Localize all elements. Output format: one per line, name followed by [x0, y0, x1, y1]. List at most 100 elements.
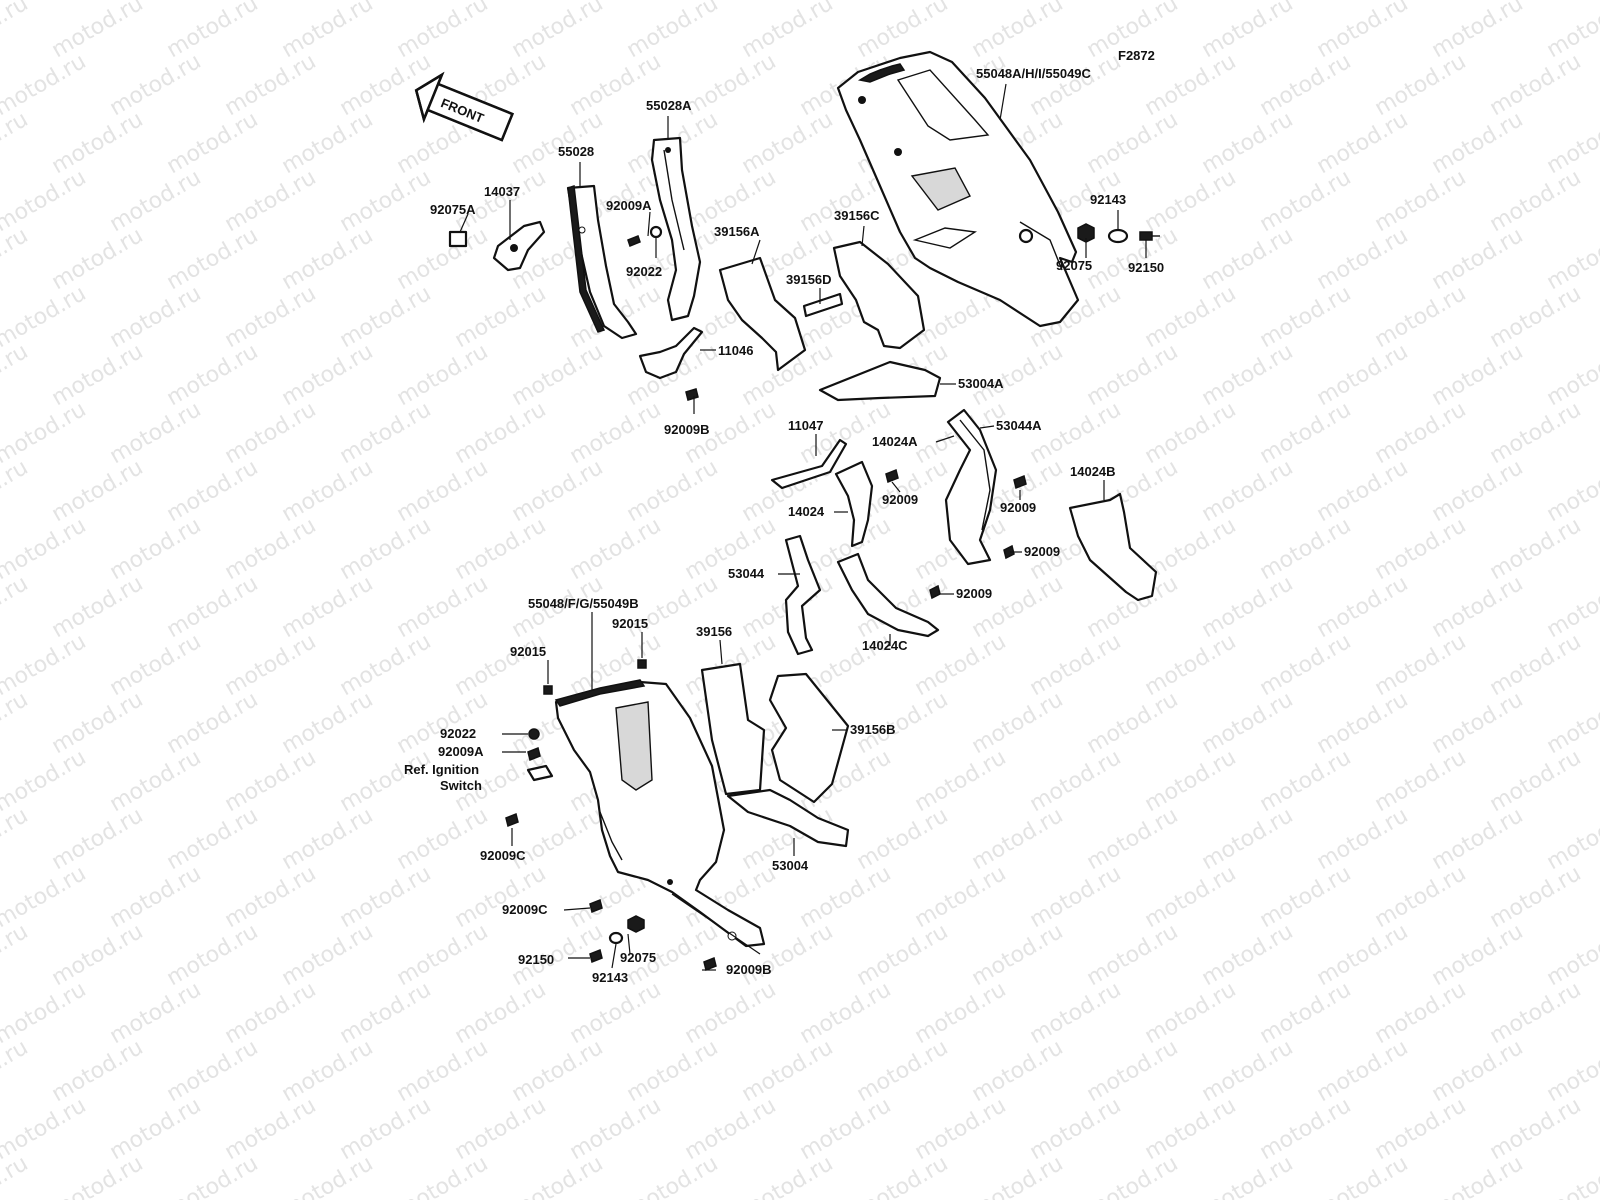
watermark-text: motod.ru: [393, 455, 493, 527]
label-ref-switch: Switch: [440, 778, 482, 793]
watermark-text: motod.ru: [796, 1093, 896, 1165]
watermark-text: motod.ru: [911, 1093, 1011, 1165]
label-11046: 11046: [718, 343, 753, 358]
watermark-text: motod.ru: [968, 919, 1068, 991]
watermark-text: motod.ru: [1486, 745, 1586, 817]
watermark-text: motod.ru: [278, 1035, 378, 1107]
label-53004: 53004: [772, 858, 809, 873]
watermark-text: motod.ru: [623, 1035, 723, 1107]
screw-92009-b: [1013, 474, 1027, 490]
watermark-text: motod.ru: [0, 223, 32, 295]
label-92150-bot: 92150: [518, 952, 554, 967]
label-39156: 39156: [696, 624, 732, 639]
label-55028: 55028: [558, 144, 594, 159]
watermark-text: motod.ru: [1141, 977, 1241, 1049]
watermark-text: motod.ru: [968, 1035, 1068, 1107]
watermark-text: motod.ru: [106, 861, 206, 933]
watermark-text: motod.ru: [508, 455, 608, 527]
watermark-text: motod.ru: [1371, 977, 1471, 1049]
screw-92009-a: [885, 468, 899, 484]
watermark-text: motod.ru: [48, 803, 148, 875]
watermark-text: motod.ru: [566, 397, 666, 469]
watermark-text: motod.ru: [1141, 745, 1241, 817]
watermark-text: motod.ru: [48, 0, 148, 63]
watermark-text: motod.ru: [1198, 571, 1298, 643]
watermark-text: motod.ru: [163, 107, 263, 179]
label-39156D: 39156D: [786, 272, 832, 287]
watermark-text: motod.ru: [566, 1093, 666, 1165]
watermark-text: motod.ru: [1428, 1151, 1528, 1200]
watermark-text: motod.ru: [48, 107, 148, 179]
watermark-text: motod.ru: [106, 281, 206, 353]
watermark-text: motod.ru: [106, 49, 206, 121]
watermark-text: motod.ru: [106, 165, 206, 237]
watermark-text: motod.ru: [1313, 339, 1413, 411]
watermark-text: motod.ru: [221, 397, 321, 469]
label-55048A: 55048A/H/I/55049C: [976, 66, 1092, 81]
watermark-text: motod.ru: [163, 919, 263, 991]
bracket-11046: [638, 326, 716, 380]
watermark-text: motod.ru: [566, 977, 666, 1049]
watermark-text: motod.ru: [221, 513, 321, 585]
watermark-text: motod.ru: [1371, 861, 1471, 933]
watermark-text: motod.ru: [48, 919, 148, 991]
watermark-text: motod.ru: [853, 1151, 953, 1200]
figure-code: F2872: [1118, 48, 1155, 63]
lower-fairing-panel: [554, 679, 766, 948]
watermark-text: motod.ru: [1026, 745, 1126, 817]
watermark-text: motod.ru: [508, 0, 608, 63]
watermark-text: motod.ru: [1198, 919, 1298, 991]
label-92075A: 92075A: [430, 202, 476, 217]
watermark-text: motod.ru: [1198, 107, 1298, 179]
watermark-text: motod.ru: [1083, 919, 1183, 991]
watermark-text: motod.ru: [738, 1151, 838, 1200]
watermark-text: motod.ru: [1371, 513, 1471, 585]
label-92009C-a: 92009C: [480, 848, 526, 863]
watermark-text: motod.ru: [336, 745, 436, 817]
watermark-text: motod.ru: [336, 513, 436, 585]
watermark-text: motod.ru: [106, 745, 206, 817]
label-39156C: 39156C: [834, 208, 880, 223]
watermark-text: motod.ru: [393, 339, 493, 411]
label-92015-b: 92015: [612, 616, 648, 631]
bracket-14024: [834, 460, 874, 548]
watermark-text: motod.ru: [1198, 455, 1298, 527]
watermark-text: motod.ru: [1371, 397, 1471, 469]
watermark-text: motod.ru: [1083, 107, 1183, 179]
watermark-text: motod.ru: [336, 861, 436, 933]
watermark-text: motod.ru: [393, 1151, 493, 1200]
watermark-text: motod.ru: [336, 281, 436, 353]
watermark-text: motod.ru: [1256, 513, 1356, 585]
watermark-text: motod.ru: [1141, 281, 1241, 353]
label-92009A-top: 92009A: [606, 198, 652, 213]
label-92143-top: 92143: [1090, 192, 1126, 207]
watermark-text: motod.ru: [1256, 1093, 1356, 1165]
watermark-text: motod.ru: [1141, 629, 1241, 701]
label-14024: 14024: [788, 504, 825, 519]
pad-39156A: [718, 256, 807, 372]
watermark-text: motod.ru: [681, 1093, 781, 1165]
watermark-text: motod.ru: [1026, 977, 1126, 1049]
ignition-switch-ref: [526, 764, 554, 782]
watermark-text: motod.ru: [336, 1093, 436, 1165]
nut-92075-bot: [627, 915, 645, 933]
watermark-text: motod.ru: [393, 919, 493, 991]
watermark-text: motod.ru: [738, 107, 838, 179]
watermark-text: motod.ru: [163, 1035, 263, 1107]
watermark-text: motod.ru: [1428, 571, 1528, 643]
bracket-14024B: [1068, 492, 1158, 602]
pad-39156B: [768, 672, 850, 804]
screw-92009C-b: [589, 898, 603, 914]
watermark-text: motod.ru: [1371, 165, 1471, 237]
watermark-text: motod.ru: [1256, 49, 1356, 121]
seal-53044: [784, 534, 822, 656]
front-arrow: FRONT: [414, 71, 514, 142]
watermark-text: motod.ru: [0, 339, 32, 411]
watermark-text: motod.ru: [1313, 107, 1413, 179]
watermark-text: motod.ru: [451, 1093, 551, 1165]
watermark-text: motod.ru: [1371, 1093, 1471, 1165]
watermark-text: motod.ru: [1313, 223, 1413, 295]
watermark-text: motod.ru: [1083, 1151, 1183, 1200]
watermark-text: motod.ru: [968, 0, 1068, 63]
watermark-text: motod.ru: [163, 223, 263, 295]
